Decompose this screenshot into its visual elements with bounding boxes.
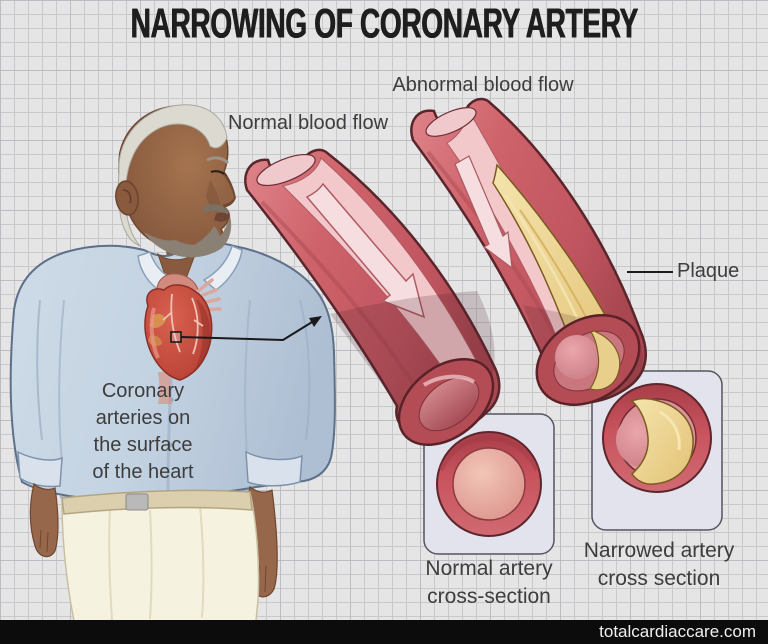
abnormal-tube-end-lumen [555, 335, 599, 379]
belt [61, 489, 253, 515]
abnormal-artery-tube [410, 97, 647, 406]
normal-tube-shading [260, 200, 430, 409]
shirt-seam-left-arm [58, 299, 65, 463]
shirt-fold-right [299, 299, 311, 441]
heart-pointer-line [180, 318, 318, 342]
normal-cross-section-line: Normal artery [425, 557, 553, 580]
heart-stem [158, 372, 172, 404]
abnormal-tube-end-plaque [589, 330, 621, 391]
normal-tube-end-lumen-glint [422, 374, 476, 387]
pants-crease [108, 504, 205, 621]
coronary-note-label: Coronary arteries on the surface of the … [92, 378, 193, 486]
heart-pointer-arrowhead [309, 316, 322, 327]
narrowed-cross-section-label: Narrowed artery cross section [584, 537, 735, 593]
shirt-fold-left [36, 299, 43, 441]
right-cuff [245, 450, 303, 487]
heart-pointer-marker [170, 331, 182, 343]
heart-illustration [144, 273, 222, 404]
coronary-note-line: Coronary [101, 380, 185, 402]
hair [117, 104, 228, 247]
normal-tube-top-cut [256, 153, 316, 187]
eyebrow [206, 156, 230, 165]
normal-artery-lumen [452, 447, 526, 521]
nose [222, 173, 236, 206]
left-cuff [17, 450, 63, 488]
normal-tube-end-opening [418, 376, 480, 432]
left-hand-fingers [39, 529, 49, 553]
ear-inner [122, 189, 132, 204]
narrowed-plaque-crescent [630, 397, 694, 485]
heart-highlight [149, 307, 160, 359]
heart-pointer-arrow [170, 316, 322, 343]
narrowed-plaque-highlight [659, 410, 681, 451]
coronary-note-line: of the heart [92, 461, 194, 483]
heart-shade [192, 300, 211, 374]
page-title: NARROWING OF CORONARY ARTERY [0, 0, 768, 48]
belt-buckle [125, 493, 149, 511]
vessel-spikes [194, 278, 222, 312]
abnormal-flow-arrow [454, 155, 513, 270]
left-hand [29, 482, 59, 558]
normal-cross-section-line: cross-section [427, 585, 551, 608]
coronary-vessels [162, 293, 204, 355]
normal-flow-label: Normal blood flow [227, 112, 389, 134]
normal-cross-section-panel [423, 413, 555, 555]
abnormal-flow-label: Abnormal blood flow [392, 74, 574, 96]
abnormal-tube-top-cut [425, 107, 477, 137]
narrowed-cross-section-panel [591, 370, 723, 531]
ear [115, 180, 139, 216]
man-figure [9, 104, 336, 622]
shirt-button [167, 442, 173, 448]
coronary-note-line: the surface [93, 434, 193, 456]
lips [214, 212, 230, 222]
normal-flow-arrow [305, 182, 426, 319]
normal-ring-shade [438, 435, 540, 471]
beard-chin [188, 226, 221, 251]
page-title-text: NARROWING OF CORONARY ARTERY [130, 0, 638, 48]
plaque-label: Plaque [677, 260, 740, 282]
narrowed-cross-section-line: Narrowed artery [583, 539, 735, 562]
normal-cross-section-label: Normal artery cross-section [425, 555, 552, 611]
coronary-note-line: arteries on [95, 407, 191, 429]
website-text: totalcardiaccare.com [599, 622, 756, 641]
footer-bar: totalcardiaccare.com [0, 620, 768, 644]
narrowed-cross-section-line: cross section [597, 567, 721, 590]
normal-artery-tube [244, 148, 501, 446]
